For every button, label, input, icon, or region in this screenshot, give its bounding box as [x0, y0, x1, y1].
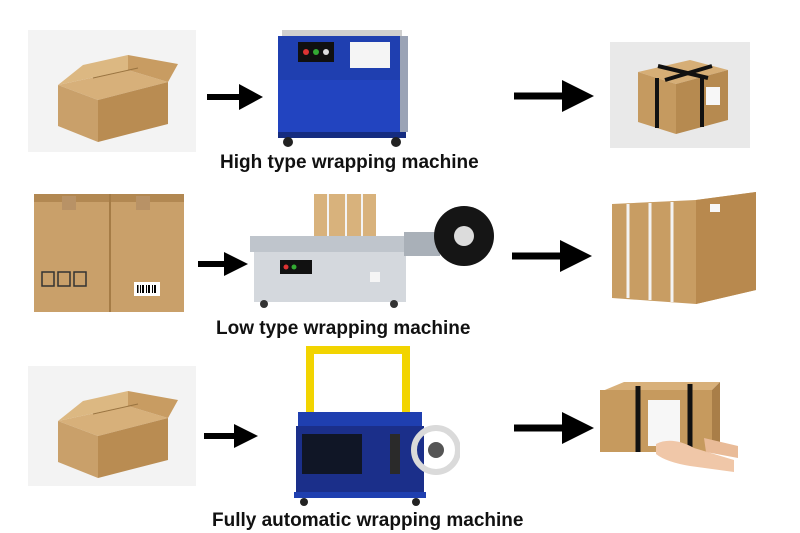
low-type-machine-icon [250, 194, 494, 308]
row1-arrow-1 [207, 84, 263, 110]
arch-strapping-machine-icon [294, 346, 460, 506]
box-held-in-hands-icon [600, 382, 738, 472]
row1-machine-photo [268, 12, 418, 152]
barcode-icon [137, 285, 156, 293]
row1-output-photo [610, 42, 750, 148]
row3-arrow-1 [204, 424, 258, 448]
row2-machine-photo [244, 188, 500, 310]
row1-arrow-2 [514, 80, 594, 112]
strapped-box-icon [638, 60, 728, 134]
row2-input-photo [28, 186, 188, 318]
row1-input-photo [28, 30, 196, 152]
row3-arrow-2 [514, 412, 594, 444]
row2-arrow-1 [198, 252, 248, 276]
row2-caption: Low type wrapping machine [216, 318, 471, 339]
row2-arrow-2 [512, 240, 592, 272]
row2-output-photo [606, 186, 762, 314]
cardboard-box-icon [58, 55, 178, 142]
large-cardboard-box-icon [34, 194, 184, 312]
parallel-strapped-box-icon [612, 192, 756, 304]
cardboard-box-icon [58, 391, 178, 478]
row3-input-photo [28, 366, 196, 486]
row3-machine-photo [290, 340, 460, 508]
row1-caption: High type wrapping machine [220, 152, 479, 173]
row3-output-photo [594, 378, 740, 474]
row3-caption: Fully automatic wrapping machine [212, 510, 524, 531]
high-type-machine-icon [278, 30, 408, 147]
